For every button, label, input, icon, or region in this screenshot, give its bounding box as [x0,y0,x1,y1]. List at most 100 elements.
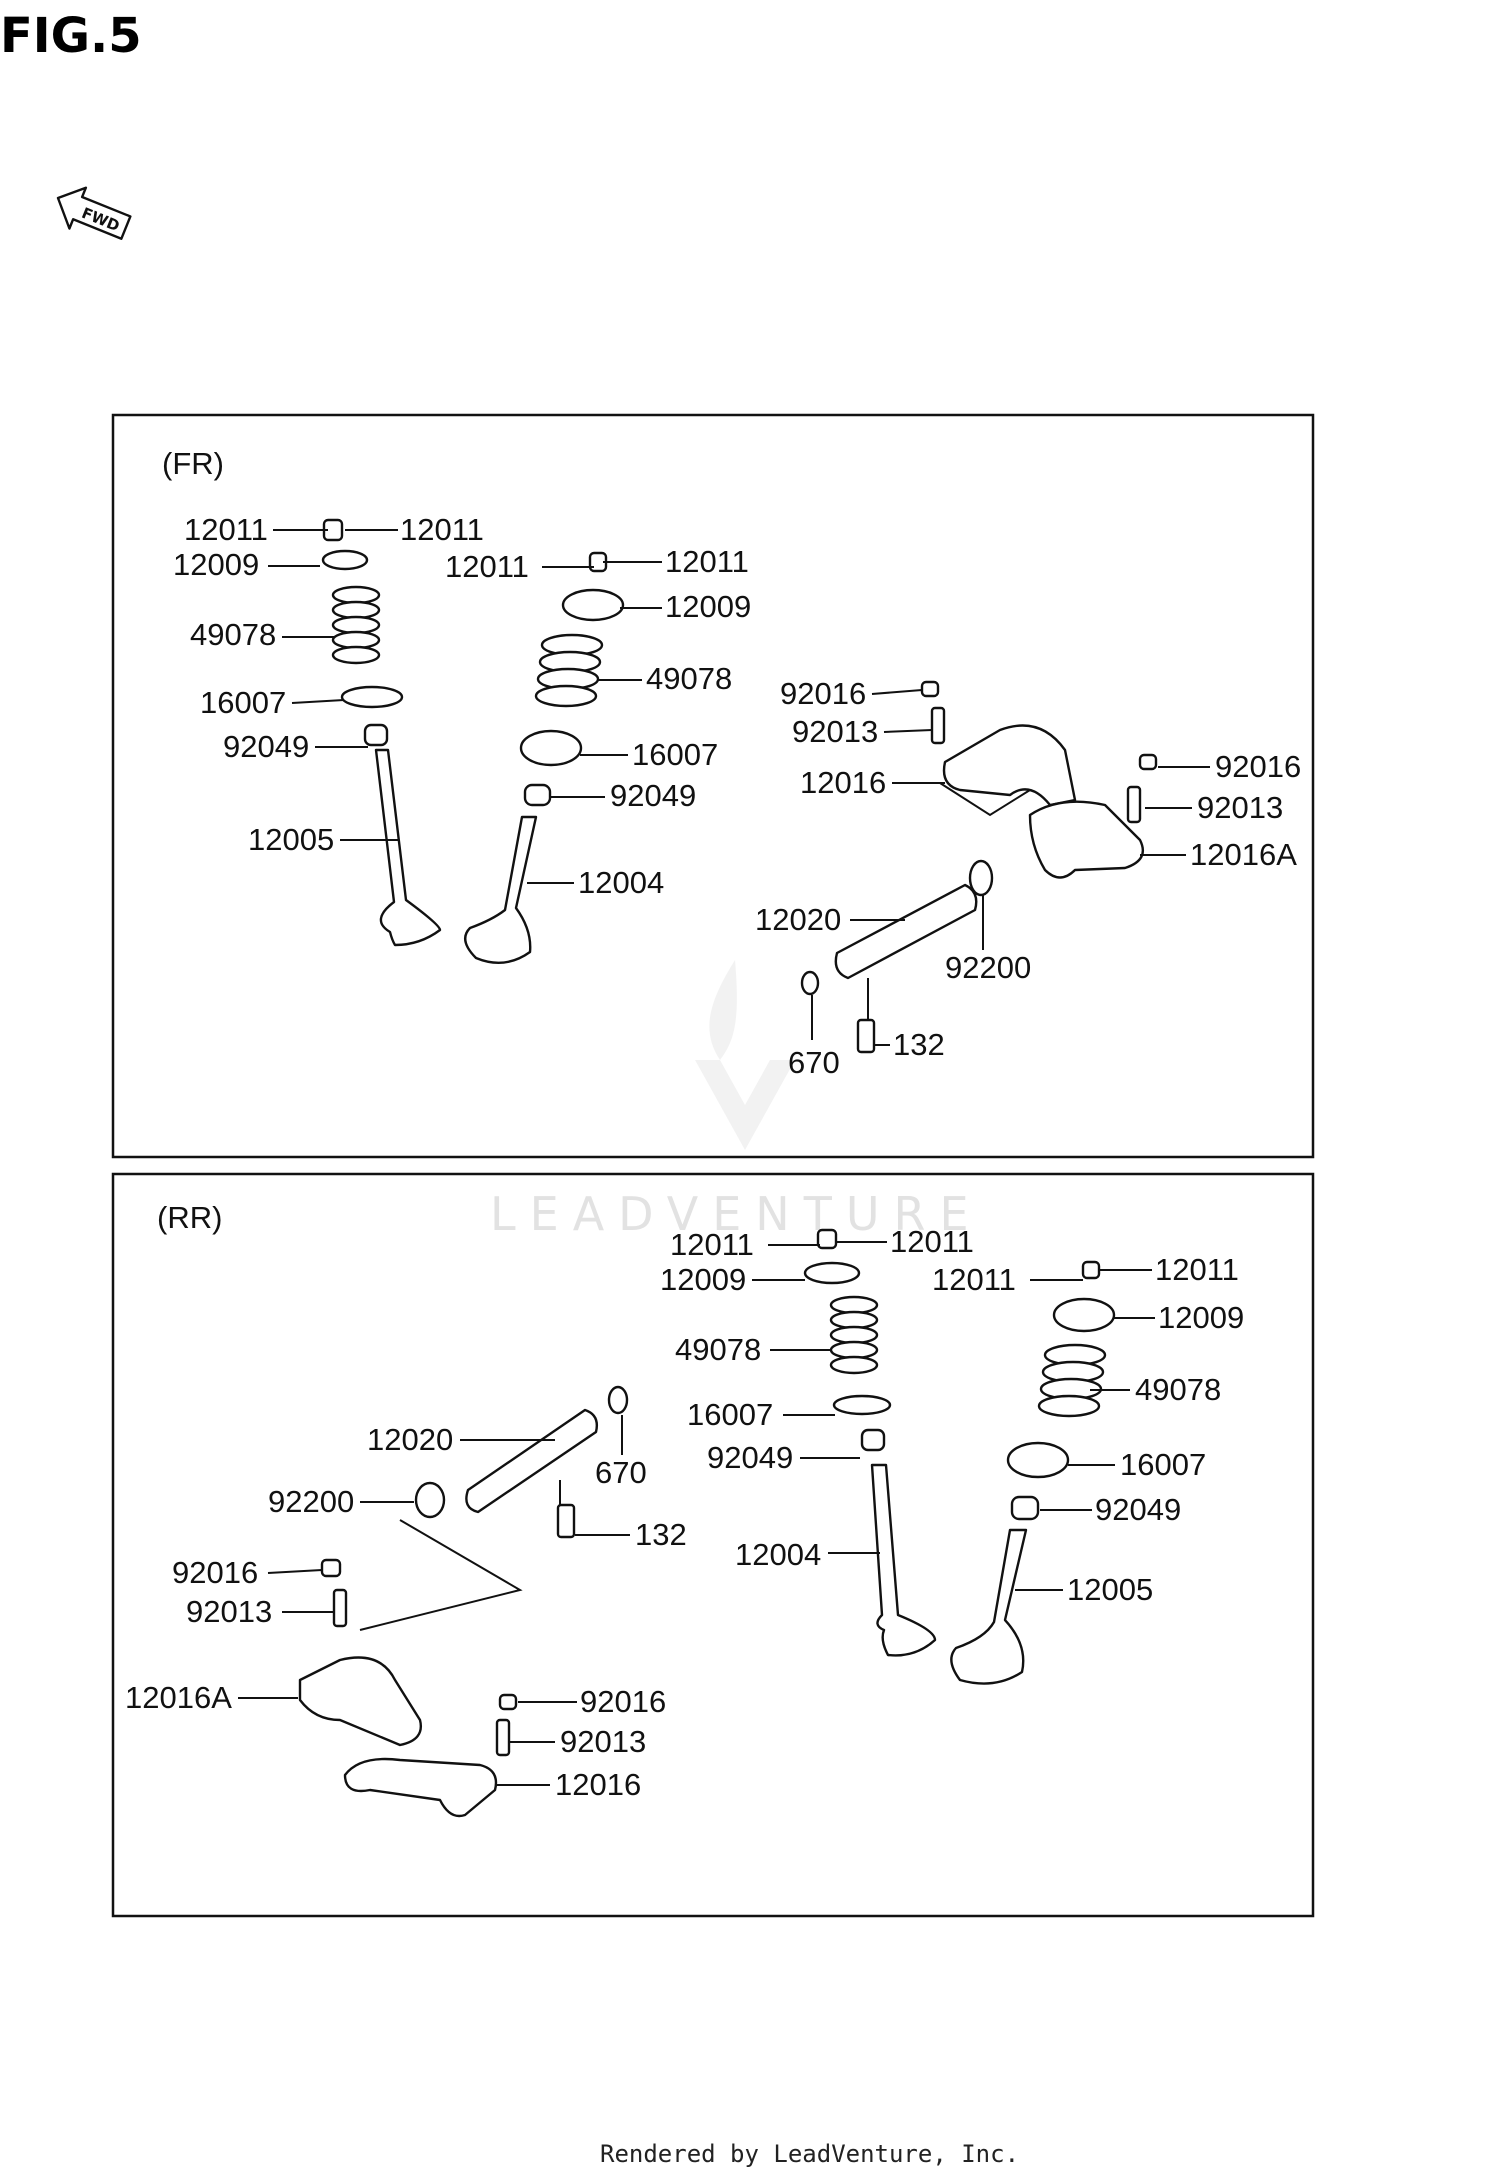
adjuster-screw-icon [332,1588,348,1628]
part-number-label: 12016 [555,1767,641,1802]
retainer-icon [561,588,625,622]
front-section-frame [111,413,1315,1159]
spring-seat-icon [832,1394,892,1416]
watermark-logo-icon [695,960,795,1150]
part-number-label: 12020 [367,1422,453,1457]
part-number-label: 670 [788,1045,840,1080]
part-number-label: 12009 [665,589,751,624]
part-number-label: 16007 [687,1397,773,1432]
spring-icon [1037,1343,1107,1418]
part-number-label: 12011 [670,1227,754,1262]
part-number-label: 12011 [932,1262,1016,1297]
valve-icon [464,815,538,964]
rocker-shaft-icon [465,1408,599,1514]
spring-seat-icon [1006,1441,1070,1479]
part-number-label: 92200 [268,1484,354,1519]
part-number-label: 92013 [1197,790,1283,825]
part-number-label: 16007 [200,685,286,720]
part-number-label: 12016 [800,765,886,800]
nut-icon [320,1558,342,1578]
part-number-label: 132 [635,1517,687,1552]
nut-icon [498,1693,518,1711]
part-number-label: 12009 [1158,1300,1244,1335]
spring-icon [829,1295,879,1375]
part-number-label: 670 [595,1455,647,1490]
nut-icon [920,680,940,698]
leader-line [883,729,933,733]
part-number-label: 12011 [184,512,268,547]
part-number-label: 92016 [1215,749,1301,784]
part-number-label: 12005 [248,822,334,857]
part-number-label: 49078 [190,617,276,652]
nut-icon [1138,753,1158,771]
part-number-label: 12011 [665,544,749,579]
rear-part-drawings [298,1228,1116,1818]
part-number-label: 49078 [1135,1372,1221,1407]
part-number-label: 12005 [1067,1572,1153,1607]
retainer-icon [321,549,369,571]
part-number-label: 92049 [223,729,309,764]
spring-seat-icon [340,685,404,709]
stem-seal-icon [860,1428,886,1452]
part-number-label: 16007 [1120,1447,1206,1482]
adjuster-screw-icon [495,1718,511,1757]
part-number-label: 132 [893,1027,945,1062]
part-number-label: 12016A [1190,837,1297,872]
part-number-label: 92049 [610,778,696,813]
rocker-arm-icon [942,724,1077,807]
rear-section-frame [111,1172,1315,1918]
rocker-shaft-icon [834,883,978,980]
part-number-label: 92016 [172,1555,258,1590]
part-number-label: 12016A [125,1680,232,1715]
part-number-label: 92049 [1095,1492,1181,1527]
part-number-label: 92013 [560,1724,646,1759]
part-number-label: 12004 [578,865,664,900]
spring-icon [331,585,381,665]
retainer-icon [803,1261,861,1285]
part-number-label: 92049 [707,1440,793,1475]
front-part-drawings [321,518,1158,1054]
o-ring-icon [968,859,994,897]
figure-title: FIG.5 [0,8,142,64]
stem-seal-icon [1010,1495,1040,1521]
rocker-arm-icon [343,1757,498,1818]
stem-seal-icon [363,723,389,747]
footer-credit: Rendered by LeadVenture, Inc. [600,2140,1019,2168]
o-ring-icon [607,1385,629,1415]
bolt-icon [856,1018,876,1054]
leader-line [267,1569,323,1574]
part-number-label: 12020 [755,902,841,937]
stem-seal-icon [523,783,552,807]
valve-icon [870,1463,937,1657]
front-section-label: (FR) [162,446,224,481]
o-ring-icon [414,1481,446,1519]
rocker-arm-icon [1028,800,1145,879]
part-number-label: 12004 [735,1537,821,1572]
part-number-label: 92013 [792,714,878,749]
collet-icon [1081,1260,1101,1280]
collet-icon [816,1228,838,1250]
watermark-text: LEADVENTURE [490,1187,983,1241]
fwd-arrow-icon: FWD [56,186,132,240]
part-number-label: 12011 [400,512,484,547]
part-number-label: 49078 [646,661,732,696]
part-number-label: 12011 [890,1224,974,1259]
spring-icon [534,633,604,708]
part-number-label: 92200 [945,950,1031,985]
rocker-arm-icon [298,1656,422,1747]
retainer-icon [1052,1297,1116,1333]
adjuster-screw-icon [930,706,946,745]
o-ring-icon [800,970,820,996]
part-number-label: 16007 [632,737,718,772]
part-number-label: 92016 [780,676,866,711]
spring-seat-icon [519,729,583,767]
valve-icon [950,1528,1028,1685]
part-number-label: 92016 [580,1684,666,1719]
rear-section-label: (RR) [157,1200,222,1235]
valve-icon [374,748,442,947]
part-number-label: 92013 [186,1594,272,1629]
leader-line [291,699,345,704]
part-number-label: 12009 [173,547,259,582]
